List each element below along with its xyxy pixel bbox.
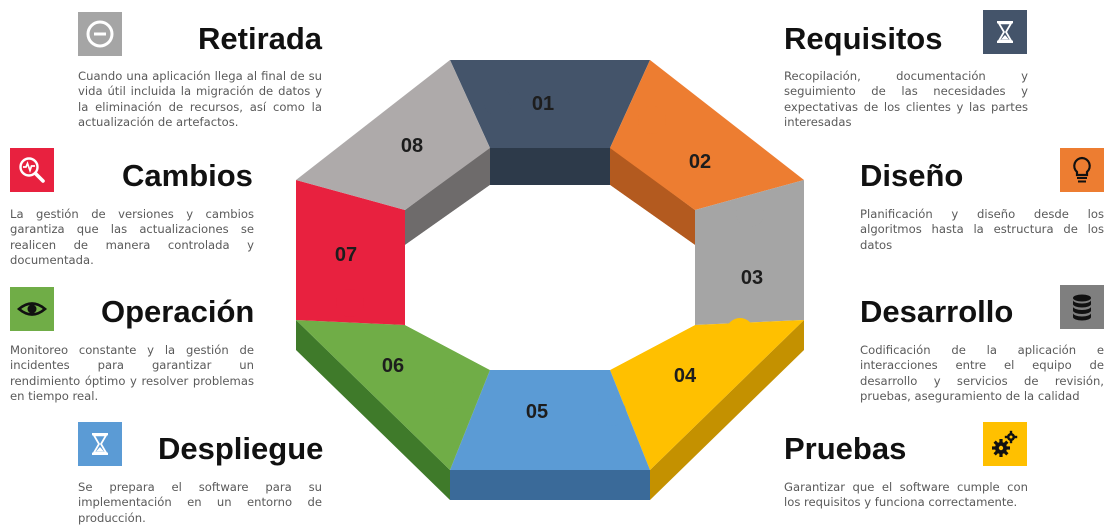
octagon-segment-02	[610, 60, 804, 210]
phase-desc-retirada: Cuando una aplicación llega al final de …	[78, 69, 322, 130]
octagon-segment-06	[296, 320, 490, 470]
phase-desc-operacion: Monitoreo constante y la gestión de inci…	[10, 343, 254, 404]
lifecycle-octagon-diagram: 01 02 03 04 05 06 07 08	[296, 60, 804, 500]
octagon-inner-hole	[405, 185, 695, 370]
segment-label-03: 03	[741, 267, 763, 289]
eye-icon	[10, 287, 54, 331]
phase-title-desarrollo: Desarrollo	[860, 294, 1014, 329]
octagon-segment-03	[695, 180, 804, 325]
phase-desc-despliegue: Se prepara el software para su implement…	[78, 480, 322, 525]
octagon-segment-04	[610, 318, 804, 470]
phase-title-retirada: Retirada	[198, 21, 323, 56]
lightbulb-icon	[1060, 148, 1104, 192]
segment-label-02: 02	[689, 151, 711, 173]
phase-title-diseno: Diseño	[860, 158, 964, 193]
phase-desc-diseno: Planificación y diseño desde los algorit…	[860, 207, 1104, 252]
phase-title-operacion: Operación	[101, 294, 255, 329]
phase-title-despliegue: Despliegue	[158, 431, 324, 466]
octagon-segment-08	[296, 60, 490, 210]
hourglass-icon	[983, 10, 1027, 54]
octagon-segment-05	[450, 370, 650, 470]
segment-label-06: 06	[382, 355, 404, 377]
phase-title-requisitos: Requisitos	[784, 21, 943, 56]
octagon-segment-01	[450, 60, 650, 148]
phase-title-pruebas: Pruebas	[784, 431, 907, 466]
segment-label-08: 08	[401, 135, 423, 157]
minus-circle-icon	[78, 12, 122, 56]
gears-icon	[983, 422, 1027, 466]
segment-label-05: 05	[526, 401, 548, 423]
hourglass-icon	[78, 422, 122, 466]
phase-desc-requisitos: Recopilación, documentación y seguimient…	[784, 69, 1028, 130]
segment-label-07: 07	[335, 244, 357, 266]
phase-title-cambios: Cambios	[122, 158, 253, 193]
segment-label-01: 01	[532, 93, 554, 115]
phase-desc-cambios: La gestión de versiones y cambios garant…	[10, 207, 254, 268]
octagon-segment-07	[296, 180, 405, 325]
phase-desc-pruebas: Garantizar que el software cumple con lo…	[784, 480, 1028, 510]
phase-desc-desarrollo: Codificación de la aplicación e interacc…	[860, 343, 1104, 404]
database-icon	[1060, 285, 1104, 329]
segment-label-04: 04	[674, 365, 697, 387]
octagon-side-faces	[296, 147, 804, 500]
magnifier-pulse-icon	[10, 148, 54, 192]
